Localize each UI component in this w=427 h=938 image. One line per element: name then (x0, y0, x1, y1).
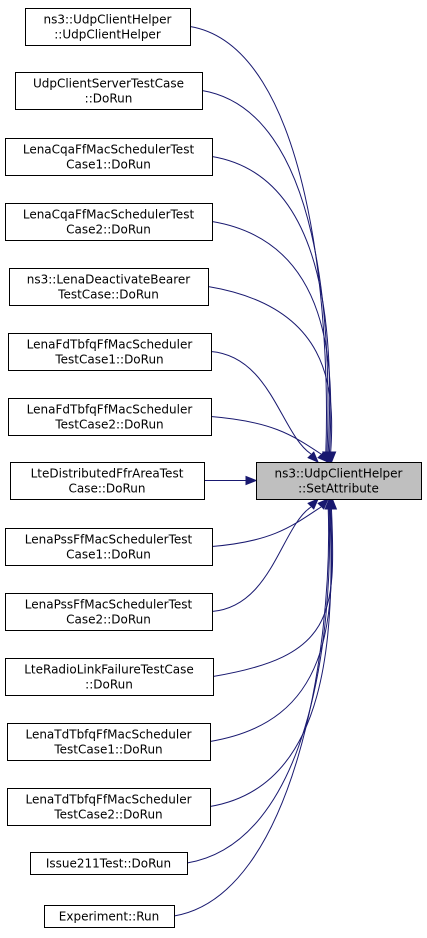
arrowhead-icon (307, 498, 319, 510)
call-edge-line (209, 507, 333, 742)
caller-node-box (5, 658, 214, 696)
caller-node-label-line: TestCase::DoRun (57, 288, 159, 302)
caller-node-box (7, 788, 211, 826)
target-node[interactable]: ns3::UdpClientHelper::SetAttribute (256, 462, 422, 500)
caller-node-label-line: ::UdpClientHelper (54, 28, 161, 42)
caller-node-box (5, 138, 213, 176)
call-edge-line (209, 507, 332, 807)
caller-node-label-line: Case::DoRun (68, 482, 145, 496)
caller-node-label-line: LenaCqaFfMacSchedulerTest (23, 143, 195, 157)
caller-node-label-line: LenaPssFfMacSchedulerTest (25, 533, 193, 547)
target-node-label-line: ::SetAttribute (298, 482, 379, 496)
caller-node-label-line: LenaCqaFfMacSchedulerTest (23, 208, 195, 222)
target-node-box (256, 462, 422, 500)
caller-node-label-line: Case1::DoRun (66, 548, 151, 562)
arrowhead-icon (245, 475, 258, 486)
call-edge-line (211, 506, 312, 612)
caller-node-box (5, 528, 213, 566)
caller-node-label-line: Case2::DoRun (66, 223, 151, 237)
call-edge-line (210, 351, 312, 455)
call-edge-line (211, 221, 332, 454)
caller-node-label-line: UdpClientServerTestCase (33, 77, 184, 91)
call-edge (212, 497, 338, 677)
caller-node-box (5, 593, 213, 631)
caller-node[interactable]: Experiment::Run (44, 905, 175, 928)
caller-node-label-line: LenaPssFfMacSchedulerTest (25, 598, 193, 612)
caller-node-label-line: LenaFdTbfqFfMacScheduler (27, 403, 193, 417)
caller-node-box (25, 8, 191, 46)
caller-node-label-line: LenaTdTbfqFfMacScheduler (25, 793, 191, 807)
caller-node-label-line: LteDistributedFfrAreaTest (31, 467, 184, 481)
caller-node-label-line: ::DoRun (85, 678, 133, 692)
call-edge-line (207, 286, 333, 454)
caller-node-box (44, 905, 175, 928)
caller-node-box (15, 72, 203, 110)
call-edge-line (212, 507, 334, 677)
arrowhead-icon (326, 451, 337, 464)
caller-node-label-line: Case2::DoRun (66, 613, 151, 627)
call-edge-line (189, 26, 327, 454)
caller-node[interactable]: Issue211Test::DoRun (30, 852, 188, 875)
caller-node-label-line: LenaTdTbfqFfMacScheduler (25, 728, 191, 742)
caller-node[interactable]: LteRadioLinkFailureTestCase::DoRun (5, 658, 214, 696)
call-edge (211, 156, 334, 464)
caller-node-label-line: TestCase2::DoRun (53, 808, 162, 822)
call-edge-line (210, 416, 322, 455)
caller-node-label-line: ::DoRun (85, 92, 133, 106)
caller-node-box (10, 462, 205, 500)
call-edge (173, 497, 334, 917)
caller-node-box (7, 723, 211, 761)
caller-node-label-line: LenaFdTbfqFfMacScheduler (27, 338, 193, 352)
arrowhead-icon (317, 451, 329, 463)
arrowhead-icon (324, 497, 334, 510)
call-edge-line (201, 90, 329, 454)
caller-node-box (30, 852, 188, 875)
caller-node-label-line: Case1::DoRun (66, 158, 151, 172)
call-edge-line (211, 506, 322, 547)
caller-node[interactable]: ns3::UdpClientHelper::UdpClientHelper (25, 8, 191, 46)
call-edge (210, 351, 319, 463)
target-node-label-line: ns3::UdpClientHelper (274, 467, 402, 481)
call-edge (209, 497, 337, 742)
call-edge (210, 416, 329, 463)
caller-node-label-line: TestCase1::DoRun (54, 353, 163, 367)
caller-node-label-line: ns3::LenaDeactivateBearer (27, 273, 191, 287)
call-edge-line (211, 156, 331, 454)
caller-node-box (8, 333, 212, 371)
caller-node-label-line: TestCase1::DoRun (53, 743, 162, 757)
arrowhead-icon (307, 451, 319, 463)
call-edge (211, 498, 319, 612)
caller-node-label-line: TestCase2::DoRun (54, 418, 163, 432)
arrowhead-icon (317, 498, 329, 510)
caller-node-box (9, 268, 209, 306)
graph-nodes: ns3::UdpClientHelper::UdpClientHelperUdp… (5, 8, 422, 928)
caller-node-box (8, 398, 212, 436)
call-edge (207, 286, 337, 464)
call-edge (204, 475, 258, 486)
call-edge-line (173, 507, 330, 917)
caller-node-label-line: ns3::UdpClientHelper (43, 13, 171, 27)
caller-node-box (5, 203, 213, 241)
call-edge (211, 498, 329, 547)
call-edges (173, 26, 338, 917)
caller-node-label-line: Experiment::Run (59, 910, 159, 924)
call-edge (189, 26, 332, 464)
caller-node-label-line: LteRadioLinkFailureTestCase (24, 663, 194, 677)
call-edge (201, 90, 333, 464)
call-edge-line (186, 507, 331, 864)
caller-node[interactable]: UdpClientServerTestCase::DoRun (15, 72, 203, 110)
caller-node-label-line: Issue211Test::DoRun (46, 857, 171, 871)
